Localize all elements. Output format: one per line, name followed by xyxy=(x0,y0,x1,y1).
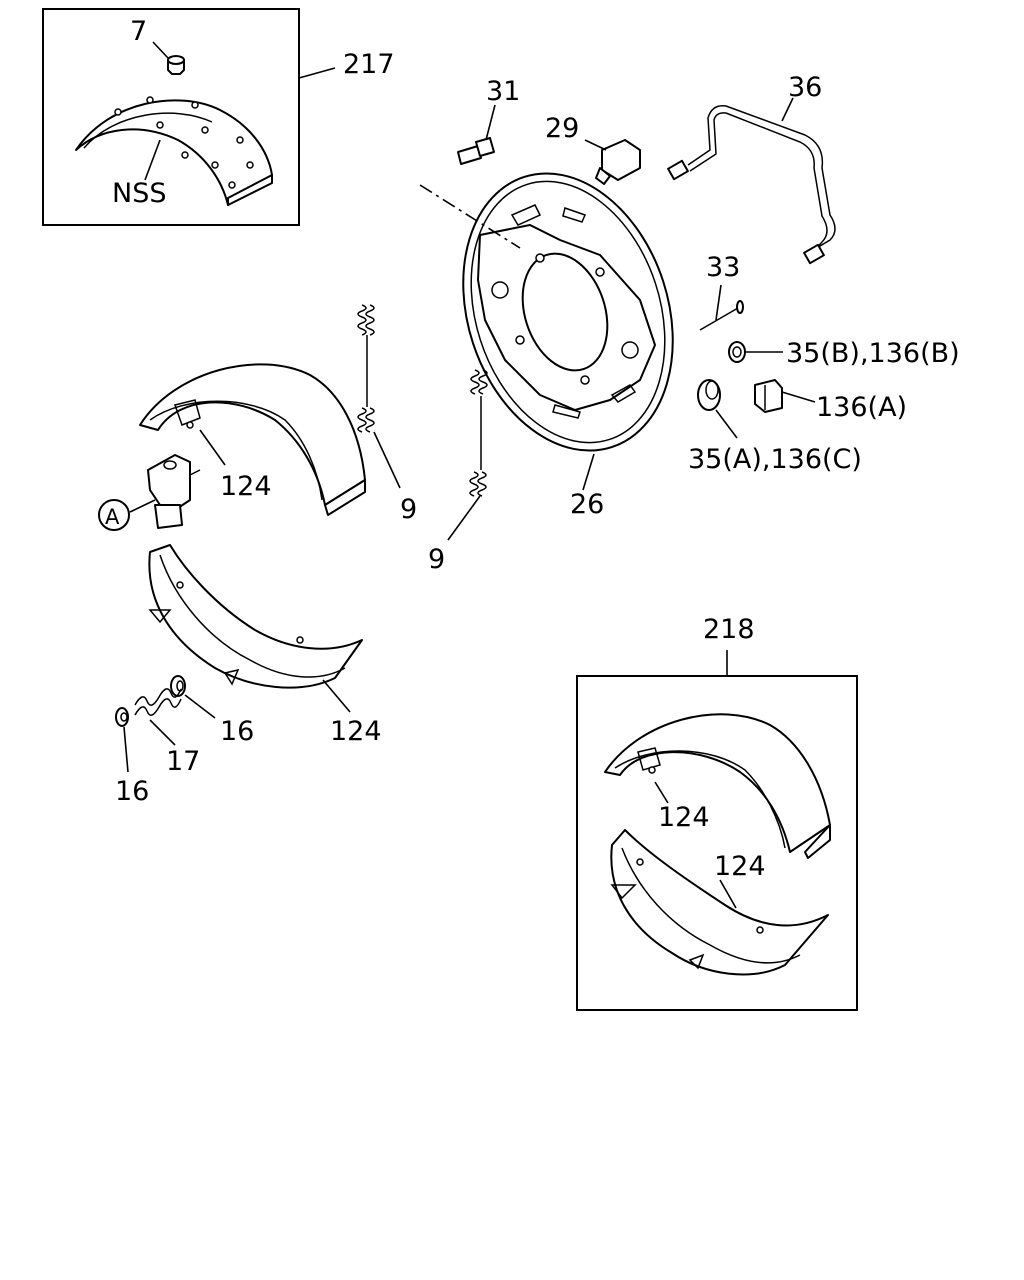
label-124-kit-lower: 124 xyxy=(714,851,766,882)
label-33: 33 xyxy=(706,252,740,283)
plug-part-35a xyxy=(697,379,721,411)
sensor-part-29 xyxy=(595,139,641,185)
label-36: 36 xyxy=(788,72,822,103)
label-26: 26 xyxy=(570,489,604,520)
label-124-lower: 124 xyxy=(330,716,382,747)
label-124-kit-upper: 124 xyxy=(658,802,710,833)
wheel-cylinder xyxy=(147,454,201,529)
label-35b-136b: 35(B),136(B) xyxy=(786,338,960,369)
kit-shoe-lower-part-124 xyxy=(610,829,829,976)
kit-218-box xyxy=(576,675,858,1011)
label-217: 217 xyxy=(343,49,395,80)
label-136a: 136(A) xyxy=(816,392,907,423)
rivet-part-7 xyxy=(167,55,185,75)
return-spring-part-9-lower xyxy=(469,369,488,497)
backing-plate-part-26 xyxy=(462,172,674,452)
spring-part-17 xyxy=(134,688,182,716)
callout-a: A xyxy=(105,505,120,529)
brake-lining-nss xyxy=(75,96,273,206)
return-spring-part-9-upper xyxy=(357,304,375,433)
label-29: 29 xyxy=(545,113,579,144)
washer-part-16-left xyxy=(115,707,129,727)
bolt-part-31 xyxy=(457,137,495,165)
label-nss: NSS xyxy=(112,178,166,209)
brake-shoe-upper-part-124 xyxy=(139,363,366,516)
label-16-right: 16 xyxy=(220,716,254,747)
label-9-left: 9 xyxy=(428,544,445,575)
label-7: 7 xyxy=(130,16,147,47)
label-17: 17 xyxy=(166,746,200,777)
label-16-left: 16 xyxy=(115,776,149,807)
brake-pipe-part-36 xyxy=(667,105,836,265)
label-218: 218 xyxy=(703,614,755,645)
label-9-right: 9 xyxy=(400,494,417,525)
label-31: 31 xyxy=(486,76,520,107)
washer-part-16-right xyxy=(170,675,186,697)
nut-part-35b xyxy=(728,341,746,363)
kit-217-box xyxy=(42,8,300,226)
label-35a-136c: 35(A),136(C) xyxy=(688,444,862,475)
callout-a-circle xyxy=(98,499,130,531)
clip-part-136a xyxy=(754,379,783,413)
label-124-upper: 124 xyxy=(220,471,272,502)
kit-shoe-upper-part-124 xyxy=(604,713,831,859)
brake-shoe-lower-part-124 xyxy=(148,544,363,689)
pin-part-33 xyxy=(699,300,744,331)
